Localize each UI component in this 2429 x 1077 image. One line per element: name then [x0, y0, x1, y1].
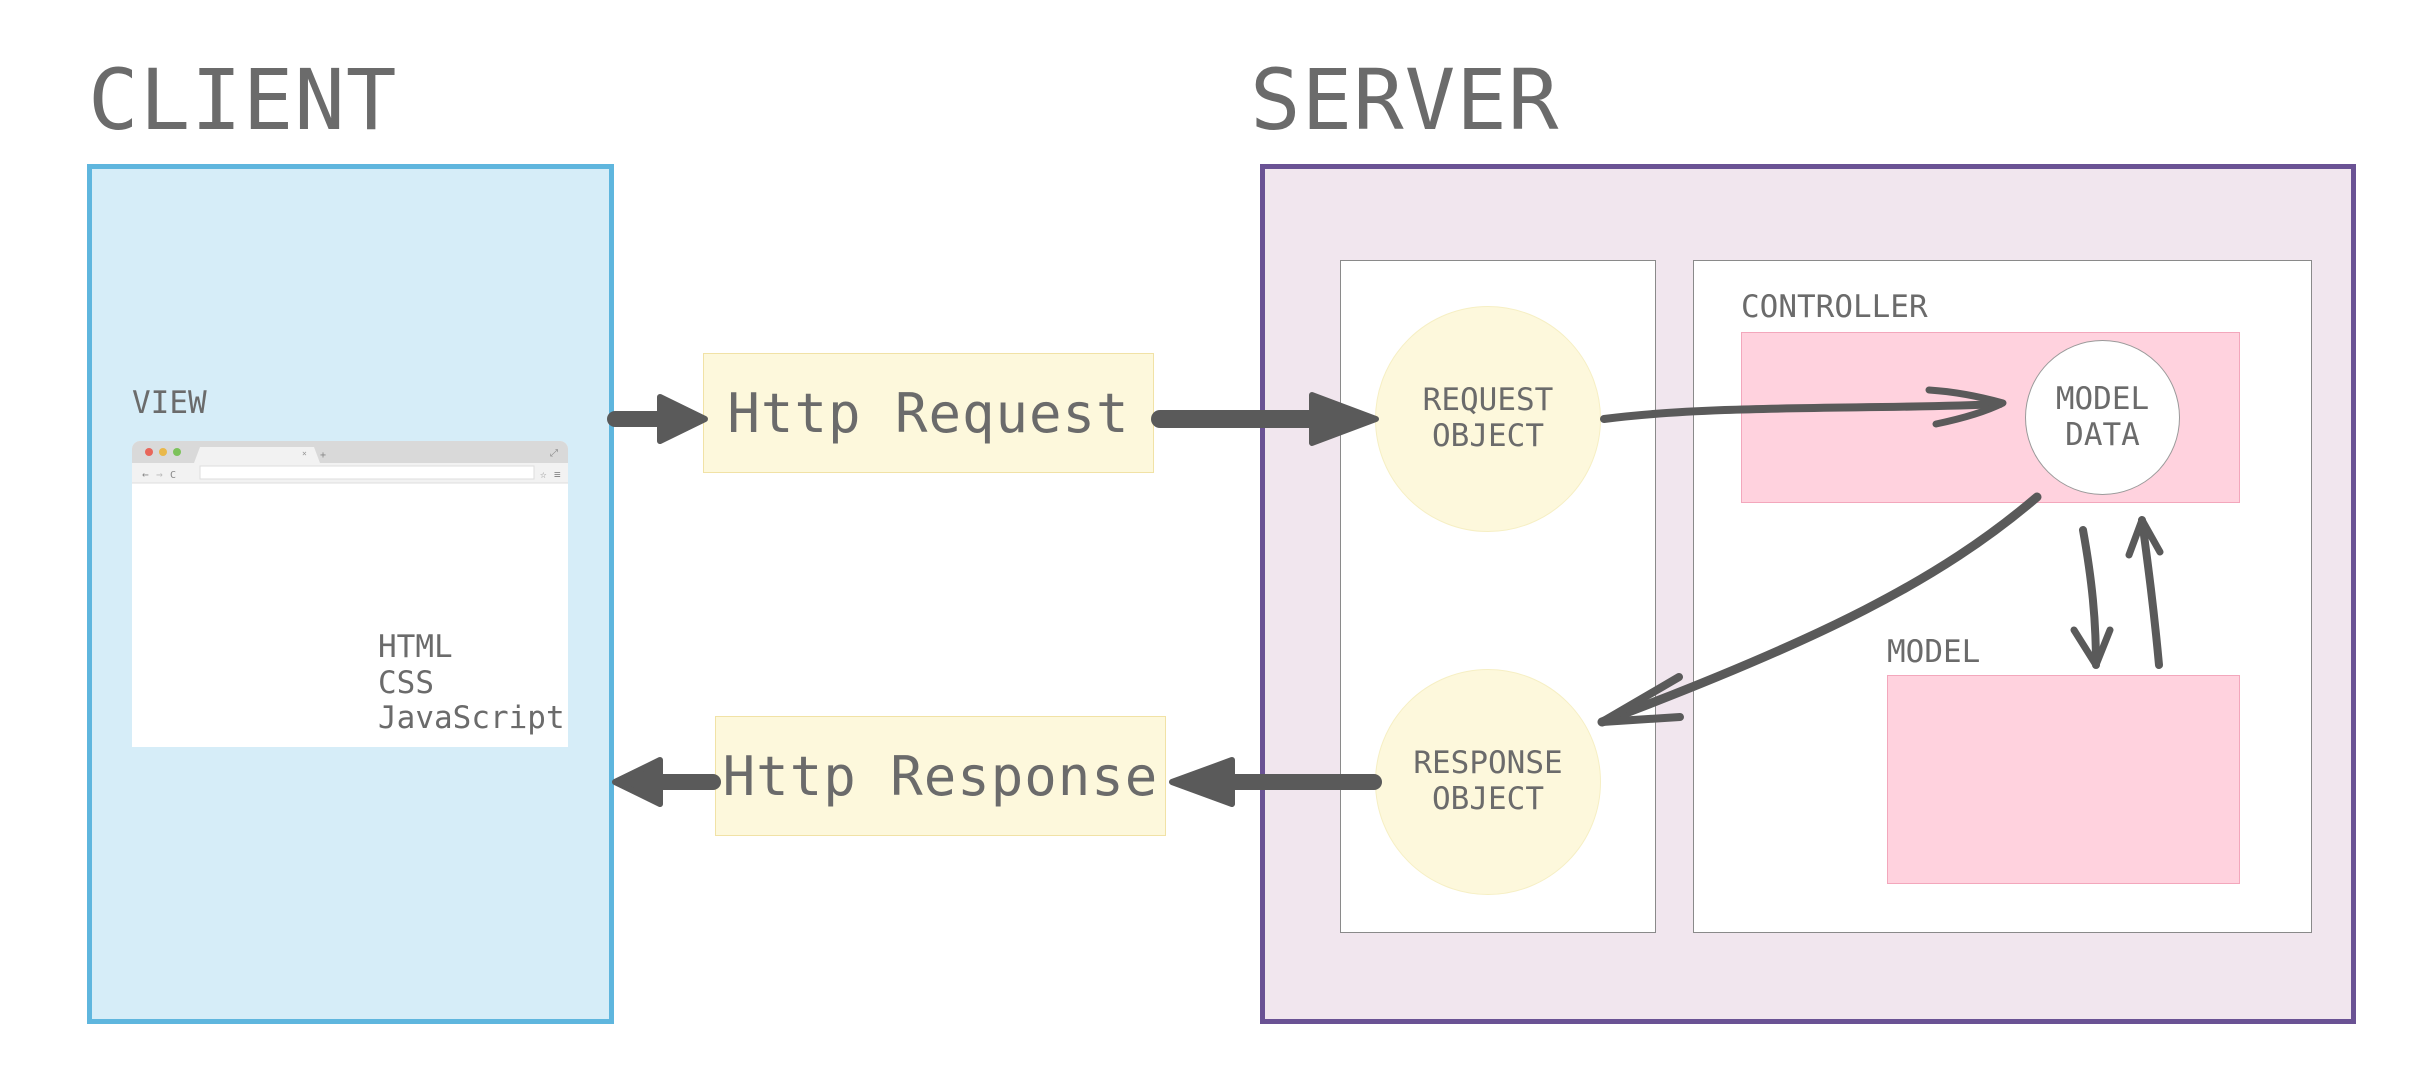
- model-data-line1: MODEL: [2055, 380, 2150, 417]
- model-box: [1887, 675, 2240, 884]
- server-title: SERVER: [1250, 51, 1560, 149]
- forward-arrow-icon: →: [156, 468, 163, 481]
- arrowhead-response: [1598, 673, 1684, 726]
- arrowhead-model-data: [1925, 386, 2007, 428]
- request-object-line1: REQUEST: [1422, 382, 1554, 419]
- arrow-response-to-client: [612, 757, 721, 807]
- svg-text:+: +: [320, 450, 326, 461]
- expand-icon: ⤢: [550, 448, 558, 459]
- reload-icon: C: [170, 470, 176, 481]
- arrow-object-to-response: [1169, 757, 1382, 807]
- tech-javascript: JavaScript: [378, 700, 565, 736]
- svg-text:×: ×: [302, 449, 307, 458]
- response-object-line2: OBJECT: [1432, 781, 1544, 817]
- model-label: MODEL: [1887, 634, 1981, 670]
- back-arrow-icon: ←: [142, 468, 149, 481]
- arrow-model-data-to-response: [1597, 492, 2042, 727]
- response-object-circle: RESPONSE OBJECT: [1375, 669, 1601, 895]
- view-label: VIEW: [132, 385, 207, 421]
- http-response-box: Http Response: [715, 716, 1166, 836]
- client-title: CLIENT: [88, 51, 398, 149]
- arrow-request-to-object: [1151, 392, 1379, 446]
- model-data-line2: DATA: [2065, 416, 2140, 453]
- arrow-model-to-model-data: [2138, 516, 2163, 669]
- arrow-model-data-to-model: [2079, 526, 2100, 669]
- tech-html: HTML: [378, 629, 453, 665]
- star-icon: ☆: [540, 468, 547, 481]
- browser-window: × + ⤢ ← → C ☆ ≡: [132, 441, 568, 747]
- tech-css: CSS: [378, 665, 434, 701]
- arrow-client-to-request: [607, 394, 708, 444]
- menu-icon: ≡: [554, 468, 561, 481]
- response-object-line1: RESPONSE: [1413, 745, 1563, 782]
- arrowhead-model-data-up: [2125, 516, 2164, 559]
- arrowhead-model-down: [2070, 626, 2114, 669]
- controller-label: CONTROLLER: [1741, 289, 1928, 325]
- arrow-request-to-model-data: [1600, 400, 2004, 423]
- browser-window-icon: × + ⤢ ← → C ☆ ≡: [132, 441, 568, 484]
- model-data-circle: MODEL DATA: [2025, 340, 2180, 495]
- request-object-line2: OBJECT: [1432, 418, 1544, 454]
- http-request-box: Http Request: [703, 353, 1154, 473]
